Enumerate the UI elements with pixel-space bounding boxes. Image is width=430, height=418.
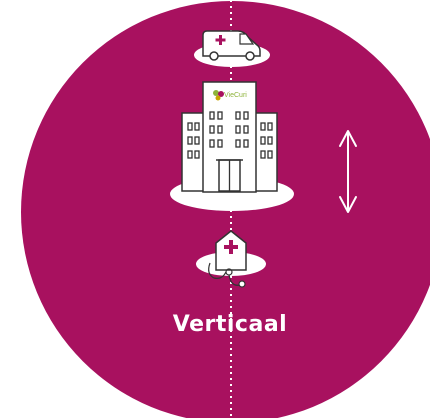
- health-post-icon: [196, 230, 266, 276]
- vertical-double-arrow-icon: [339, 130, 357, 213]
- logo-text: VieCuri: [224, 92, 247, 99]
- caption-verticaal: Verticaal: [172, 312, 288, 337]
- stethoscope-icon: [208, 262, 246, 288]
- hospital-building-icon: VieCuri: [170, 81, 294, 211]
- ambulance-icon: [194, 30, 270, 67]
- viecuri-logo: VieCuri: [213, 90, 247, 101]
